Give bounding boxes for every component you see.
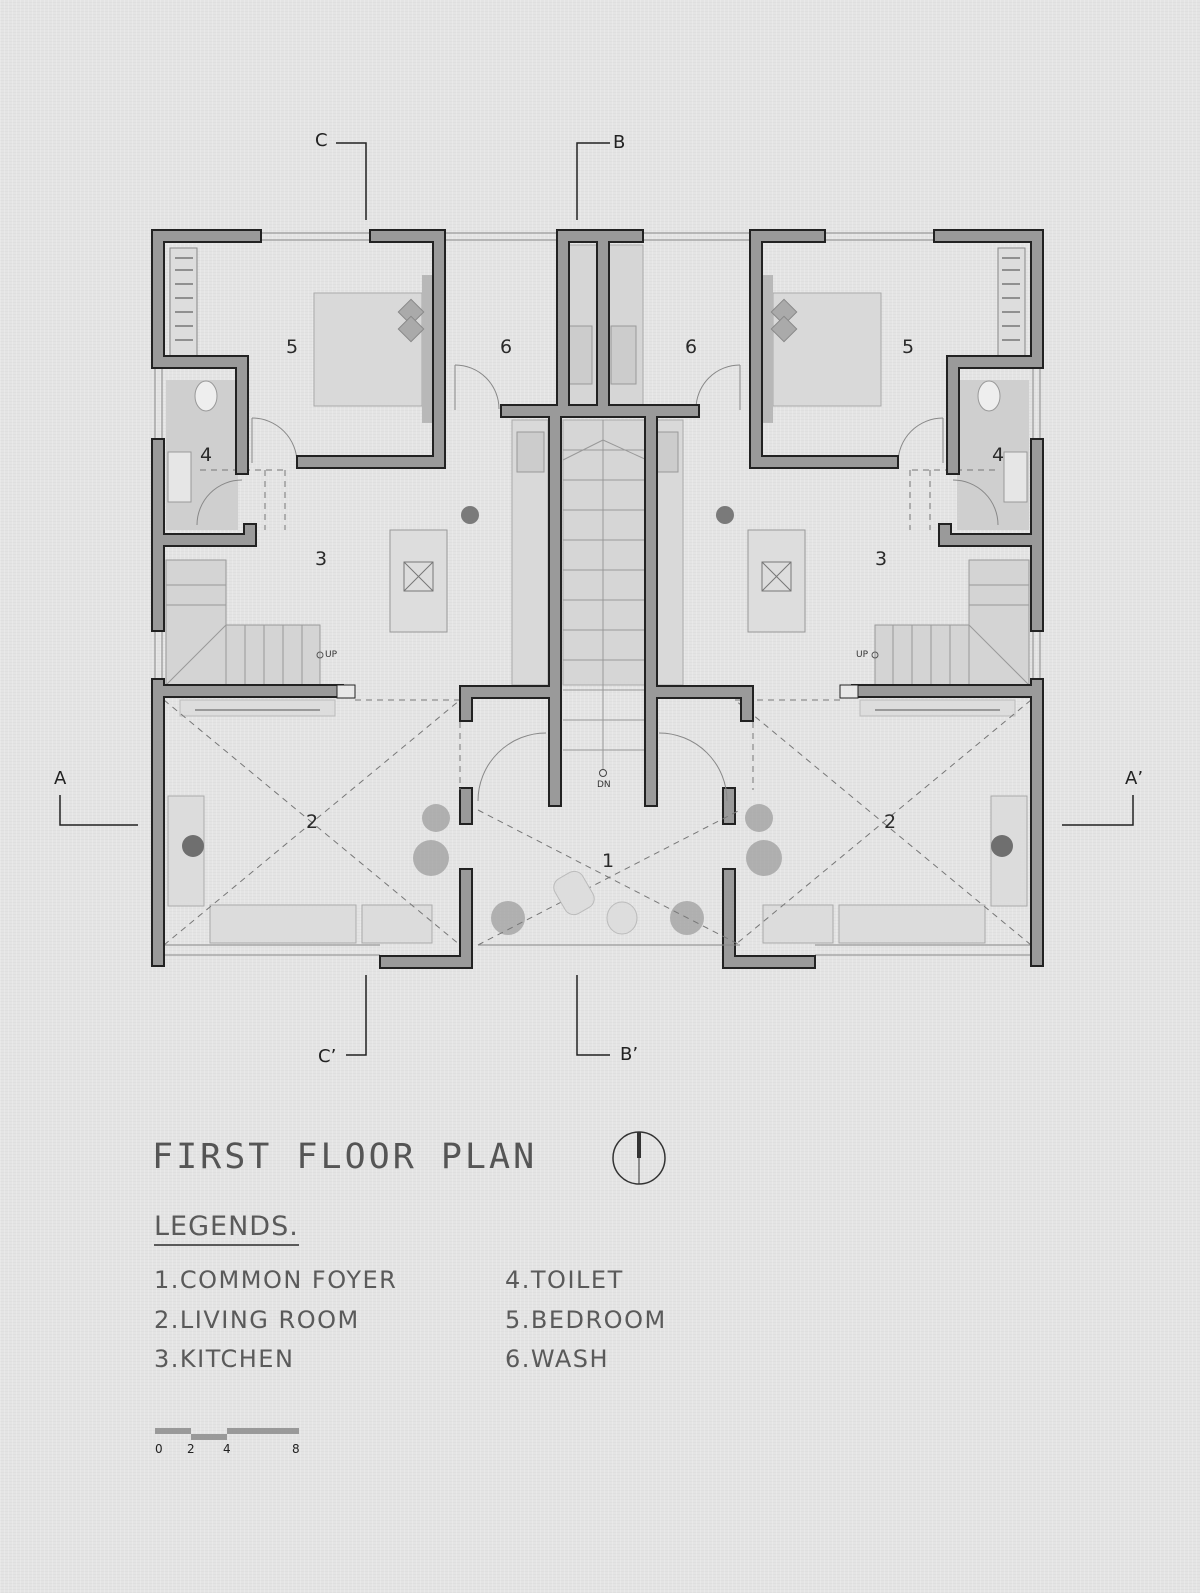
section-lines — [59, 142, 1134, 1056]
room-number-foyer: 1 — [602, 850, 615, 872]
section-label-b-prime: B’ — [620, 1044, 639, 1065]
right-unit — [637, 233, 1040, 962]
room-number-living-left: 2 — [306, 811, 319, 833]
room-number-toilet-right: 4 — [992, 444, 1005, 466]
section-label-b: B — [613, 132, 626, 153]
stair-up-label-right: UP — [856, 650, 869, 660]
room-number-kitchen-right: 3 — [875, 548, 888, 570]
section-label-c-prime: C’ — [318, 1046, 337, 1067]
section-label-a-prime: A’ — [1125, 768, 1144, 789]
stair-down-label: DN — [597, 780, 611, 790]
legend-item: 4.TOILET — [505, 1266, 624, 1294]
scale-tick-label: 2 — [187, 1442, 195, 1456]
room-number-bedroom-left: 5 — [286, 336, 299, 358]
room-number-toilet-left: 4 — [200, 444, 213, 466]
stair-up-label-left: UP — [325, 650, 338, 660]
central-core — [459, 229, 754, 946]
legend-heading: LEGENDS. — [154, 1210, 299, 1246]
scale-tick-label: 4 — [223, 1442, 231, 1456]
section-label-c: C — [315, 130, 328, 151]
north-arrow-icon — [612, 1131, 666, 1185]
section-label-a: A — [54, 768, 67, 789]
room-number-bedroom-right: 5 — [902, 336, 915, 358]
drawing-title: FIRST FLOOR PLAN — [152, 1137, 538, 1177]
scale-bar — [155, 1428, 299, 1440]
room-number-kitchen-left: 3 — [315, 548, 328, 570]
room-number-wash-left: 6 — [500, 336, 513, 358]
room-number-wash-right: 6 — [685, 336, 698, 358]
legend-item: 1.COMMON FOYER — [154, 1266, 398, 1294]
scale-tick-label: 8 — [292, 1442, 300, 1456]
legend-item: 5.BEDROOM — [505, 1306, 667, 1334]
legend-item: 3.KITCHEN — [154, 1345, 295, 1373]
legend-item: 6.WASH — [505, 1345, 610, 1373]
room-number-living-right: 2 — [884, 811, 897, 833]
scale-tick-label: 0 — [155, 1442, 163, 1456]
legend-item: 2.LIVING ROOM — [154, 1306, 360, 1334]
left-unit — [155, 233, 558, 962]
